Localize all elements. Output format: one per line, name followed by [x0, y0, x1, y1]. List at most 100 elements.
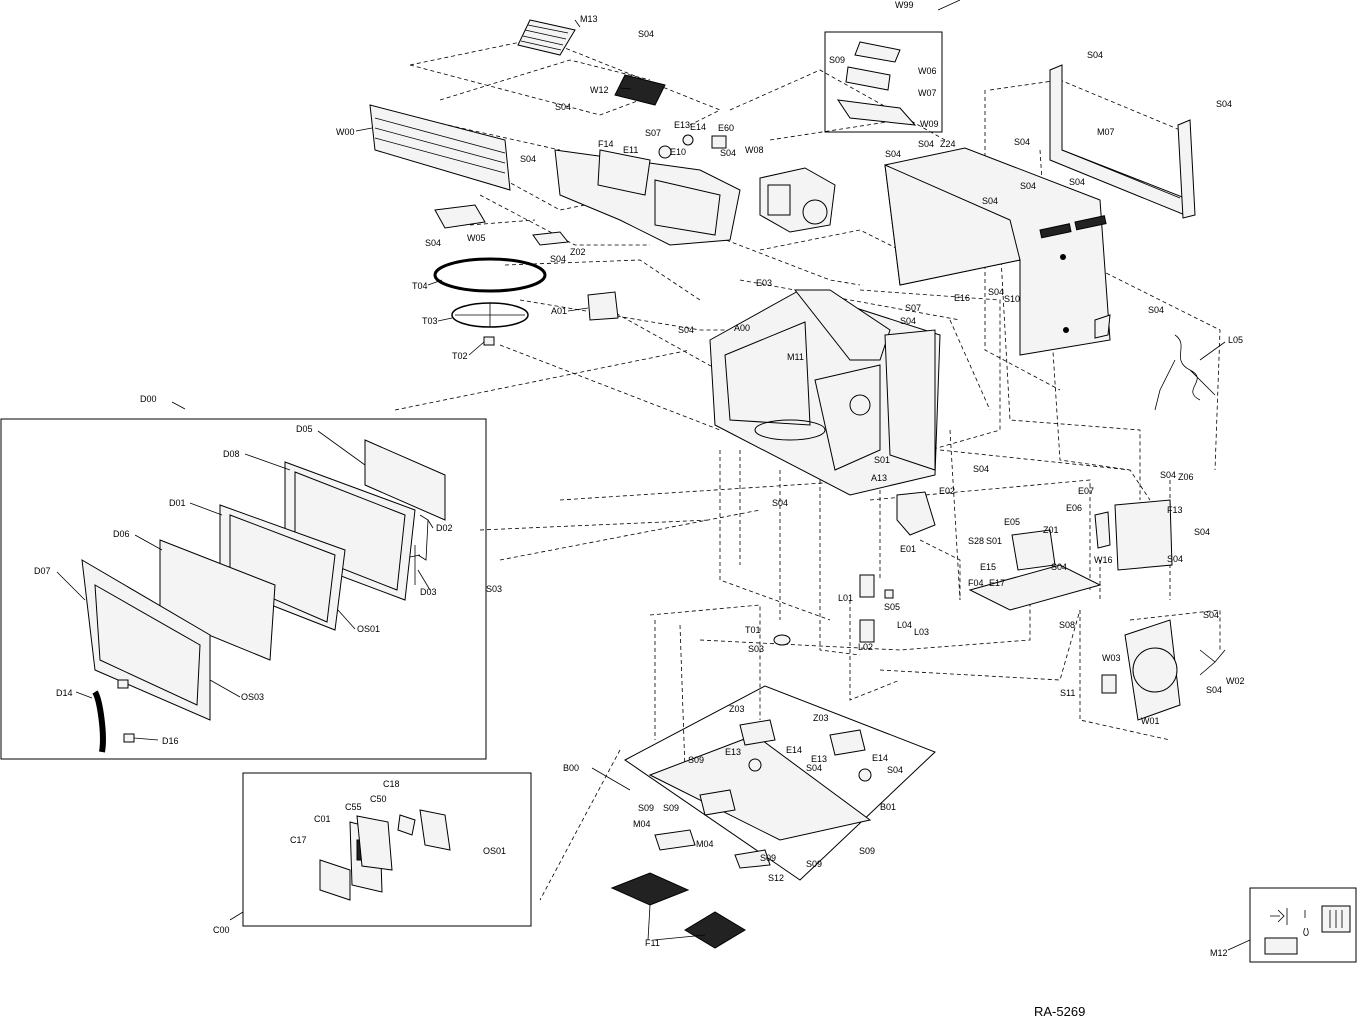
- label-w06: W06: [918, 66, 937, 76]
- label-s04: S04: [555, 102, 571, 112]
- label-e14: E14: [872, 753, 888, 763]
- label-s04: S04: [918, 139, 934, 149]
- label-f04: F04: [968, 578, 984, 588]
- w99-inset: [824, 31, 943, 133]
- label-s04: S04: [1148, 305, 1164, 315]
- label-c55: C55: [345, 802, 362, 812]
- label-w01: W01: [1141, 716, 1160, 726]
- label-c00: C00: [213, 925, 230, 935]
- label-e02: E02: [939, 486, 955, 496]
- label-e17: E17: [989, 578, 1005, 588]
- label-w02: W02: [1226, 676, 1245, 686]
- label-d03: D03: [420, 587, 437, 597]
- label-f13: F13: [1167, 505, 1183, 515]
- label-m12: M12: [1210, 948, 1228, 958]
- label-s09: S09: [829, 55, 845, 65]
- label-l01: L01: [838, 593, 853, 603]
- label-s04: S04: [1051, 562, 1067, 572]
- label-d08: D08: [223, 449, 240, 459]
- label-f14: F14: [598, 139, 614, 149]
- label-b00: B00: [563, 763, 579, 773]
- label-d14: D14: [56, 688, 73, 698]
- control-panel-group: [242, 772, 532, 927]
- label-s09: S09: [806, 859, 822, 869]
- label-s01: S01: [986, 536, 1002, 546]
- f11-filters: [610, 872, 746, 949]
- label-s09: S09: [663, 803, 679, 813]
- label-s07: S07: [645, 128, 661, 138]
- label-s04: S04: [885, 149, 901, 159]
- label-a13: A13: [871, 473, 887, 483]
- label-w07: W07: [918, 88, 937, 98]
- label-s03: S03: [486, 584, 502, 594]
- label-e10: E10: [670, 147, 686, 157]
- label-s04: S04: [1014, 137, 1030, 147]
- label-s04: S04: [982, 196, 998, 206]
- label-e13: E13: [811, 754, 827, 764]
- label-s05: S05: [884, 602, 900, 612]
- label-w08: W08: [745, 145, 764, 155]
- label-e14: E14: [690, 122, 706, 132]
- label-s04: S04: [1194, 527, 1210, 537]
- top-left-parts: [369, 19, 666, 346]
- base-plate: [624, 685, 936, 881]
- label-s04: S04: [678, 325, 694, 335]
- right-components: [773, 491, 1226, 721]
- reference-code: RA-5269: [1034, 1004, 1085, 1019]
- label-s04: S04: [772, 498, 788, 508]
- label-s12: S12: [768, 873, 784, 883]
- label-c01: C01: [314, 814, 331, 824]
- label-d01: D01: [169, 498, 186, 508]
- oven-cavity: [709, 289, 941, 496]
- m12-box: [1249, 887, 1357, 963]
- label-s04: S04: [1020, 181, 1036, 191]
- m07-bracket: [1049, 64, 1196, 219]
- label-s11: S11: [1060, 688, 1075, 698]
- label-s04: S04: [720, 148, 736, 158]
- door-group: [0, 418, 487, 760]
- part-labels: M13 S04 W12 W00 S04 S07 E13 E14 E60 F14 …: [34, 0, 1245, 1019]
- label-z02: Z02: [570, 247, 586, 257]
- label-s04: S04: [973, 464, 989, 474]
- label-m11: M11: [787, 352, 804, 362]
- label-d07: D07: [34, 566, 51, 576]
- label-t03: T03: [422, 316, 438, 326]
- label-z03: Z03: [813, 713, 829, 723]
- label-d02: D02: [436, 523, 453, 533]
- label-s07: S07: [905, 303, 921, 313]
- l05-harness: [1154, 334, 1216, 411]
- label-t02: T02: [452, 351, 468, 361]
- label-s09: S09: [638, 803, 654, 813]
- label-s10: S10: [1004, 294, 1020, 304]
- label-s04: S04: [1203, 610, 1219, 620]
- label-s09: S09: [760, 853, 776, 863]
- label-s09: S09: [688, 755, 704, 765]
- label-a01: A01: [551, 306, 567, 316]
- leader-lines: [56, 0, 1251, 951]
- label-e15: E15: [980, 562, 996, 572]
- label-w00: W00: [336, 127, 355, 137]
- label-e14: E14: [786, 745, 802, 755]
- label-s04: S04: [550, 254, 566, 264]
- label-f11: F11: [645, 938, 660, 948]
- label-t01: T01: [745, 625, 761, 635]
- label-m04: M04: [633, 819, 651, 829]
- label-w05: W05: [467, 233, 486, 243]
- label-os03: OS03: [241, 692, 264, 702]
- label-s04: S04: [887, 765, 903, 775]
- label-s04: S04: [900, 316, 916, 326]
- label-c50: C50: [370, 794, 387, 804]
- label-m04: M04: [696, 839, 714, 849]
- label-b01: B01: [880, 802, 896, 812]
- label-c18: C18: [383, 779, 400, 789]
- label-e11: E11: [623, 145, 638, 155]
- label-m13: M13: [580, 14, 598, 24]
- fan-duct-assembly: [554, 134, 741, 246]
- label-s04: S04: [1216, 99, 1232, 109]
- label-w03: W03: [1102, 653, 1121, 663]
- m13-filter-mesh: [520, 24, 569, 51]
- label-c17: C17: [290, 835, 307, 845]
- label-os01: OS01: [357, 624, 380, 634]
- label-e01: E01: [900, 544, 916, 554]
- assembly-guide-lines: [379, 37, 1221, 901]
